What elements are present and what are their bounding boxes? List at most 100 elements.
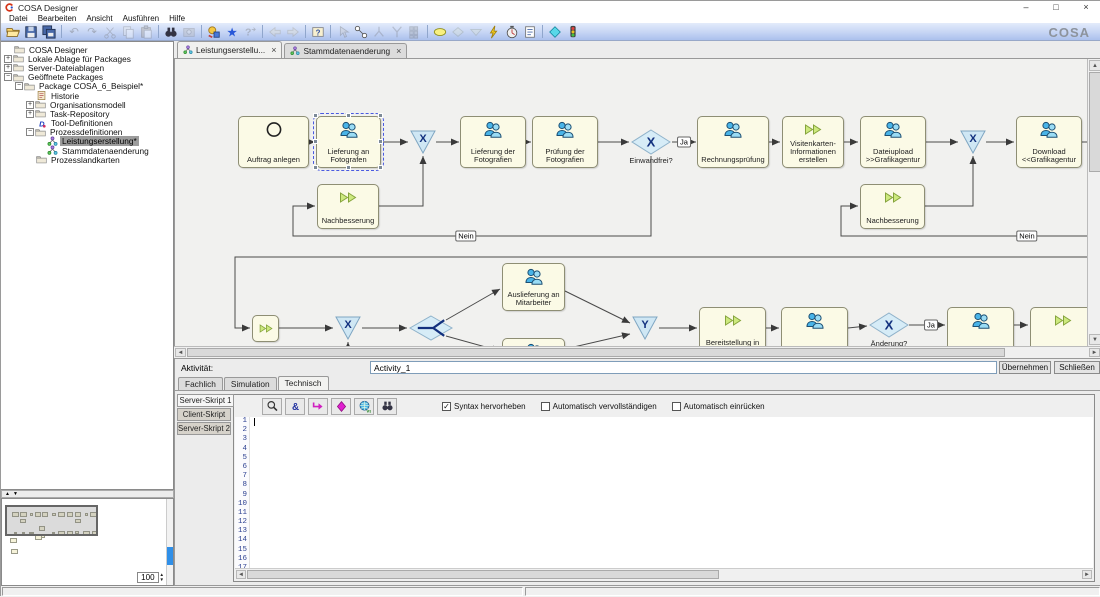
tree-expander-icon[interactable]: − [4,73,12,81]
scroll-right-icon[interactable]: ► [1089,348,1100,357]
diagram-node-n8[interactable]: Download <<Grafikagentur [1016,116,1082,168]
menu-item[interactable]: Ausführen [118,14,164,23]
tree-item[interactable]: Prozesslandkarten [1,155,173,164]
toolbar-cut-icon[interactable] [101,24,119,40]
tree-expander-icon[interactable]: − [15,82,23,90]
script-tab[interactable]: Server-Skript 1 [177,394,234,407]
gateway-dia-fork-g4[interactable] [409,315,453,341]
diagram-node-n14[interactable]: Bereitstellung in Webportal [699,307,766,346]
scroll-thumb[interactable] [247,570,719,579]
panel-splitter[interactable]: ▲▼ [1,490,174,498]
selection-handle[interactable] [378,139,383,144]
script-tab[interactable]: Client-Skript [177,408,231,421]
scroll-right-icon[interactable]: ► [1082,570,1092,579]
minimap-scroll-thumb[interactable] [167,547,173,565]
diagram-node-n12[interactable]: Auslieferung an Mitarbeiter [502,263,565,311]
selection-handle[interactable] [313,113,318,118]
diagram-node-n6[interactable]: Visitenkarten- Informationen erstellen [782,116,844,168]
toolbar-check-model-icon[interactable] [205,24,223,40]
tree-expander-icon[interactable]: + [26,101,34,109]
toolbar-process-diamond-icon[interactable] [546,24,564,40]
zoom-down-icon[interactable]: ▼ [160,578,164,583]
diagram-node-n17[interactable]: Markieren als [1030,307,1087,346]
diagram-tab[interactable]: Stammdatenaenderung× [284,43,407,58]
script-tab[interactable]: Server-Skript 2 [177,422,231,435]
tree-expander-icon[interactable]: + [26,110,34,118]
diagram-node-n13[interactable] [502,338,565,346]
gateway-tri-x-g2[interactable]: X [960,130,986,154]
scroll-left-icon[interactable]: ◄ [175,348,186,357]
diagram-node-n15[interactable]: Änderung o. Frei [781,307,848,346]
toolbar-undo-icon[interactable]: ↶ [65,24,83,40]
toolbar-nav-back-icon[interactable] [266,24,284,40]
canvas-horizontal-scrollbar[interactable]: ◄ ► [174,346,1100,358]
toolbar-timer-tool-icon[interactable] [503,24,521,40]
toolbar-start-process-icon[interactable] [564,24,582,40]
toolbar-connector-icon[interactable] [352,24,370,40]
menu-item[interactable]: Bearbeiten [33,14,82,23]
toolbar-save-all-icon[interactable] [40,24,58,40]
gateway-dia-x-d2[interactable]: X [869,312,909,338]
toolbar-save-icon[interactable] [22,24,40,40]
toolbar-align-grid-icon[interactable] [406,24,424,40]
selection-handle[interactable] [346,113,351,118]
toolbar-redo-icon[interactable]: ↷ [83,24,101,40]
diagram-node-n10[interactable]: Nachbesserung [860,184,925,229]
zoom-value[interactable]: 100 [137,572,158,583]
editor-option[interactable]: ✓Syntax hervorheben [442,402,526,411]
gateway-tri-x-g1[interactable]: X [410,130,436,154]
editor-option[interactable]: Automatisch vervollständigen [541,402,657,411]
editor-webservice-icon[interactable]: vs [354,398,374,415]
editor-goto-line-icon[interactable] [308,398,328,415]
toolbar-diamond-tool-icon[interactable] [449,24,467,40]
scroll-left-icon[interactable]: ◄ [236,570,246,579]
toolbar-lightning-tool-icon[interactable] [485,24,503,40]
minimap-viewport[interactable] [5,505,98,536]
overview-minimap[interactable]: 100 ▲▼ [1,498,174,586]
editor-horizontal-scrollbar[interactable]: ◄ ► [235,568,1093,580]
editor-search-icon[interactable] [377,398,397,415]
toolbar-find-next-icon[interactable] [180,24,198,40]
restore-icon[interactable]: □ [1041,1,1071,14]
gateway-tri-y-g5[interactable]: Y [632,316,658,340]
activity-tab-fachlich[interactable]: Fachlich [178,377,223,390]
checkbox-icon[interactable] [541,402,550,411]
selection-handle[interactable] [346,165,351,170]
tree-item[interactable]: −Package COSA_6_Beispiel* [1,82,173,91]
checkbox-icon[interactable]: ✓ [442,402,451,411]
canvas-vertical-scrollbar[interactable]: ▲ ▼ [1087,59,1100,346]
diagram-node-n9[interactable]: Nachbesserung [317,184,379,229]
editor-option[interactable]: Automatisch einrücken [672,402,765,411]
collapse-up-icon[interactable]: ▲ [5,492,10,497]
menu-item[interactable]: Hilfe [164,14,190,23]
activity-tab-simulation[interactable]: Simulation [224,377,277,390]
toolbar-select-pointer-icon[interactable] [334,24,352,40]
close-button[interactable]: Schließen [1054,361,1100,374]
selection-handle[interactable] [378,165,383,170]
toolbar-copy-icon[interactable] [119,24,137,40]
tab-close-icon[interactable]: × [396,46,401,56]
selection-handle[interactable] [378,113,383,118]
diagram-node-n2[interactable]: Lieferung an Fotografen [316,116,381,168]
menu-item[interactable]: Ansicht [81,14,117,23]
scroll-down-icon[interactable]: ▼ [1089,334,1100,345]
activity-tab-technisch[interactable]: Technisch [278,376,329,390]
gateway-tri-x-g3[interactable]: X [335,316,361,340]
toolbar-paste-icon[interactable] [137,24,155,40]
toolbar-find-icon[interactable] [162,24,180,40]
scroll-thumb[interactable] [1089,72,1100,172]
tree-expander-icon[interactable]: − [26,128,34,136]
toolbar-triangle-tool-icon[interactable] [467,24,485,40]
editor-ampersand-icon[interactable]: & [285,398,305,415]
toolbar-nav-forward-icon[interactable] [284,24,302,40]
minimize-icon[interactable]: – [1011,1,1041,14]
diagram-node-n4[interactable]: Prüfung der Fotografien [532,116,598,168]
apply-button[interactable]: Übernehmen [999,361,1051,374]
activity-name-input[interactable] [370,361,997,374]
toolbar-help-icon[interactable]: ? [309,24,327,40]
editor-bookmark-icon[interactable] [331,398,351,415]
diagram-node-n11[interactable] [252,315,279,342]
checkbox-icon[interactable] [672,402,681,411]
